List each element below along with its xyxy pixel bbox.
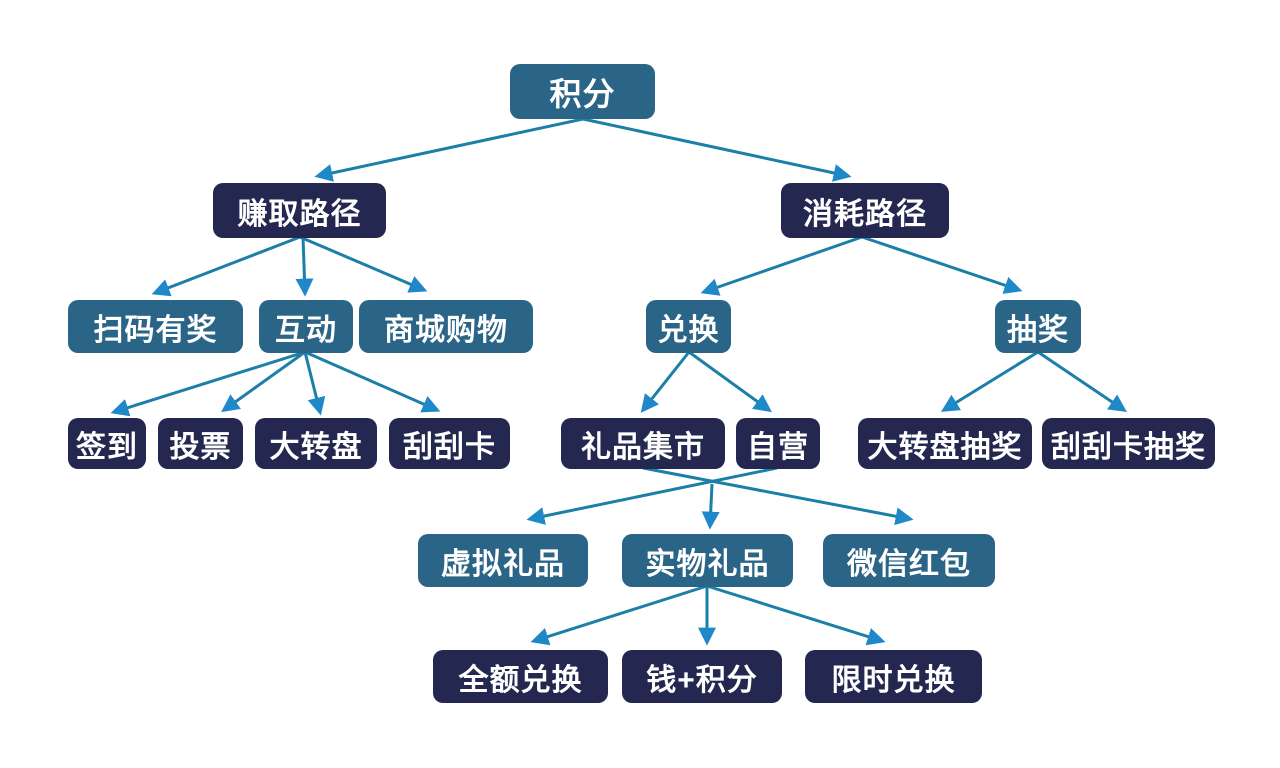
node-points: 积分 [510,64,655,119]
edge-lottery-big-wheel-lottery [940,350,1039,412]
edge-junction-physical-gift [701,483,720,530]
edge-exchange-self-operated [688,350,772,413]
node-physical-gift: 实物礼品 [622,534,793,587]
edge-interaction-scratch-card [304,350,441,413]
edge-physical-gift-limited-time-redeem [706,584,886,646]
edge-points-earn-path [314,117,584,182]
edge-interaction-sign-in [110,350,306,417]
edge-consume-path-lottery [861,235,1023,294]
edge-gift-market-wechat-red-packet [642,466,914,526]
edge-lottery-scratch-card-lottery [1037,350,1127,413]
edge-consume-path-exchange [700,235,863,296]
node-consume-path: 消耗路径 [781,183,949,238]
node-exchange: 兑换 [646,300,731,353]
edge-interaction-vote [221,350,306,413]
edge-points-consume-path [582,117,852,182]
node-lottery: 抽奖 [995,300,1081,353]
node-money-plus-points: 钱+积分 [622,650,782,703]
node-interaction: 互动 [259,300,353,353]
edge-earn-path-scan-reward [151,235,301,297]
edge-exchange-gift-market [640,351,691,413]
edge-interaction-big-wheel [303,351,326,416]
node-gift-market: 礼品集市 [561,418,725,469]
node-self-operated: 自营 [736,418,820,469]
edge-self-operated-virtual-gift [526,466,778,525]
edge-earn-path-mall-shopping [299,235,428,293]
node-scratch-card-lottery: 刮刮卡抽奖 [1042,418,1215,469]
node-big-wheel: 大转盘 [255,418,377,469]
node-scratch-card: 刮刮卡 [389,418,510,469]
node-full-redeem: 全额兑换 [433,650,608,703]
node-mall-shopping: 商城购物 [359,300,533,353]
node-virtual-gift: 虚拟礼品 [418,534,588,587]
edge-physical-gift-full-redeem [530,584,708,646]
node-earn-path: 赚取路径 [213,183,386,238]
node-scan-reward: 扫码有奖 [68,300,243,353]
node-big-wheel-lottery: 大转盘抽奖 [858,418,1032,469]
node-limited-time-redeem: 限时兑换 [805,650,982,703]
node-vote: 投票 [158,418,243,469]
node-wechat-red-packet: 微信红包 [823,534,995,587]
node-sign-in: 签到 [68,418,146,469]
edge-earn-path-interaction [295,236,314,297]
